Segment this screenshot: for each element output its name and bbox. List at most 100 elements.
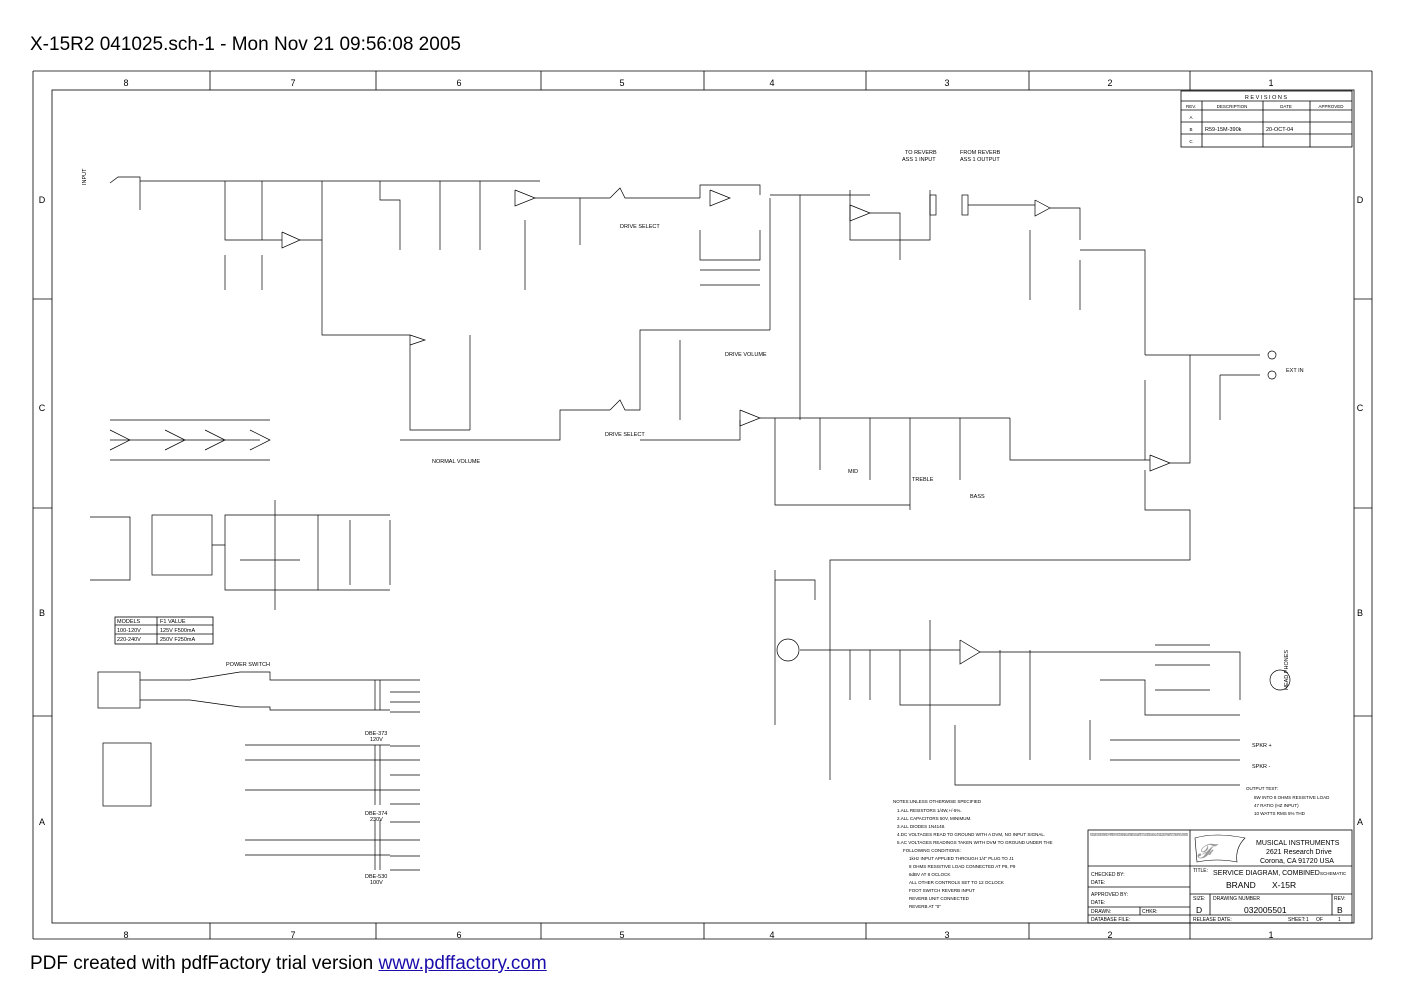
revisions-header-date: DATE bbox=[1280, 104, 1292, 109]
zone-column-label: 4 bbox=[769, 78, 774, 88]
revisions-header-rev: REV. bbox=[1186, 104, 1196, 109]
fuse-table-cell: 220-240V bbox=[117, 637, 141, 643]
zone-row-label: A bbox=[1357, 817, 1363, 827]
zone-column-label: 5 bbox=[619, 78, 624, 88]
output-test-line: 10 WATTS RMS 5% THD bbox=[1254, 811, 1306, 816]
zone-column-label: 5 bbox=[619, 930, 624, 940]
zone-column-label: 3 bbox=[944, 930, 949, 940]
label-dbe-373: DBE-373 bbox=[365, 731, 387, 737]
label-to-reverb: TO REVERB bbox=[905, 150, 937, 156]
label-drive-select-b: DRIVE SELECT bbox=[605, 432, 645, 438]
revisions-row-rev: C bbox=[1189, 139, 1193, 144]
notes-line: REVERB AT "0" bbox=[909, 904, 941, 909]
footer-text: PDF created with pdfFactory trial versio… bbox=[30, 953, 379, 974]
revisions-row-date: 20-OCT-04 bbox=[1266, 127, 1293, 133]
zone-column-label: 4 bbox=[769, 930, 774, 940]
notes-block: NOTES:UNLESS OTHERWISE SPECIFIED 1.ALL R… bbox=[893, 799, 1052, 909]
date-label-1: DATE: bbox=[1091, 880, 1105, 886]
output-test-block: OUTPUT TEST: 8W INTO 8 OHMS RESISTIVE LO… bbox=[1246, 786, 1330, 816]
schematic-label: SCHEMATIC bbox=[1320, 871, 1347, 876]
footer-link[interactable]: www.pdffactory.com bbox=[378, 953, 547, 974]
notes-line: 6dBV AT 8 OCLOCK bbox=[909, 872, 950, 877]
notes-line: 1kHz INPUT APPLIED THROUGH 1/4" PLUG TO … bbox=[909, 856, 1014, 861]
notes-line: ALL OTHER CONTROLS SET TO 12 OCLOCK bbox=[909, 880, 1004, 885]
label-to-reverb-2: ASS 1 INPUT bbox=[902, 157, 936, 163]
revisions-header-description: DESCRIPTION bbox=[1217, 104, 1248, 109]
sheet-label: SHEET: bbox=[1288, 917, 1306, 923]
revisions-row-rev: A bbox=[1189, 115, 1192, 120]
size-value: D bbox=[1196, 905, 1202, 915]
checked-by-label: CHECKED BY: bbox=[1091, 872, 1125, 878]
zone-column-label: 2 bbox=[1107, 930, 1112, 940]
fuse-table-cell: 125V F500mA bbox=[160, 628, 195, 634]
database-file-label: DATABASE FILE: bbox=[1091, 917, 1130, 923]
revisions-row-description: R59-15M-390k bbox=[1205, 127, 1242, 133]
model-value: X-15R bbox=[1272, 880, 1296, 890]
zone-column-label: 8 bbox=[123, 930, 128, 940]
svg-text:𝓕: 𝓕 bbox=[1197, 841, 1219, 863]
title-block: THIS DOCUMENT CONTAINS INFORMATION OF A … bbox=[1087, 829, 1353, 924]
drawing-number: 032005501 bbox=[1244, 905, 1287, 915]
label-dbe-530-v: 100V bbox=[370, 880, 383, 886]
label-drive-select-a: DRIVE SELECT bbox=[620, 224, 660, 230]
pdf-footer: PDF created with pdfFactory trial versio… bbox=[30, 953, 547, 975]
revisions-header-approved: APPROVED bbox=[1318, 104, 1344, 109]
title-label: TITLE: bbox=[1193, 868, 1208, 874]
zone-column-label: 7 bbox=[290, 78, 295, 88]
label-from-reverb: FROM REVERB bbox=[960, 150, 1001, 156]
label-dbe-374-v: 230V bbox=[370, 817, 383, 823]
revisions-title: R E V I S I O N S bbox=[1245, 95, 1288, 101]
notes-line: FOLLOWING CONDITIONS: bbox=[903, 848, 961, 853]
label-normal-volume: NORMAL VOLUME bbox=[432, 459, 480, 465]
notes-line: 4.DC VOLTAGES READ TO GROUND WITH A DVM,… bbox=[897, 832, 1045, 837]
fuse-table-header-f1: F1 VALUE bbox=[160, 619, 186, 625]
title-value: SERVICE DIAGRAM, COMBINED bbox=[1213, 870, 1320, 877]
zone-row-label: B bbox=[39, 608, 45, 618]
company-name: MUSICAL INSTRUMENTS bbox=[1256, 840, 1340, 847]
zone-column-label: 8 bbox=[123, 78, 128, 88]
label-treble: TREBLE bbox=[912, 477, 934, 483]
notes-title: NOTES:UNLESS OTHERWISE SPECIFIED bbox=[893, 799, 982, 804]
rev-label: REV: bbox=[1334, 896, 1345, 902]
zone-column-label: 1 bbox=[1268, 78, 1273, 88]
label-drive-volume: DRIVE VOLUME bbox=[725, 352, 767, 358]
fuse-table-cell: 250V F250mA bbox=[160, 637, 195, 643]
approved-by-label: APPROVED BY: bbox=[1091, 892, 1128, 898]
label-bass: BASS bbox=[970, 494, 985, 500]
notes-line: 2.ALL CAPACITORS 50V, MINIMUM. bbox=[897, 816, 972, 821]
notes-line: REVERB UNIT CONNECTED bbox=[909, 896, 970, 901]
notes-line: 8 OHMS RESISTIVE LOAD CONNECTED AT P8, P… bbox=[909, 864, 1016, 869]
output-test-title: OUTPUT TEST: bbox=[1246, 786, 1278, 791]
label-from-reverb-2: ASS 1 OUTPUT bbox=[960, 157, 1000, 163]
date-label-2: DATE: bbox=[1091, 900, 1105, 906]
fender-logo-icon: 𝓕 bbox=[1194, 834, 1246, 863]
release-date-label: RELEASE DATE: bbox=[1193, 917, 1232, 923]
label-dbe-530: DBE-530 bbox=[365, 874, 387, 880]
document-title: X-15R2 041025.sch-1 - Mon Nov 21 09:56:0… bbox=[30, 34, 461, 55]
label-spkr-plus: SPKR + bbox=[1252, 743, 1272, 749]
output-test-line: 47 RATIO (HZ INPUT) bbox=[1254, 803, 1299, 808]
rev-value: B bbox=[1337, 905, 1343, 915]
revisions-table: R E V I S I O N S REV. DESCRIPTION DATE … bbox=[1180, 90, 1353, 148]
of-value: 1 bbox=[1338, 917, 1341, 923]
zone-column-label: 7 bbox=[290, 930, 295, 940]
zone-row-label: C bbox=[39, 403, 46, 413]
chkr-label: CHKR: bbox=[1142, 909, 1158, 915]
fuse-table-cell: 100-120V bbox=[117, 628, 141, 634]
label-ext-in: EXT IN bbox=[1286, 368, 1304, 374]
zone-row-label: A bbox=[39, 817, 45, 827]
zone-row-label: D bbox=[1357, 195, 1364, 205]
zone-column-label: 2 bbox=[1107, 78, 1112, 88]
fuse-table: MODELS F1 VALUE 100-120V 125V F500mA 220… bbox=[114, 616, 214, 645]
of-label: OF bbox=[1316, 917, 1323, 923]
label-mid: MID bbox=[848, 469, 858, 475]
zone-row-label: D bbox=[39, 195, 46, 205]
sheet-value: 1 bbox=[1306, 917, 1309, 923]
label-spkr-minus: SPKR - bbox=[1252, 764, 1271, 770]
revisions-row-rev: B bbox=[1189, 127, 1192, 132]
label-input: INPUT bbox=[82, 168, 88, 185]
schematic-wiring bbox=[90, 176, 1291, 871]
drawn-label: DRAWN: bbox=[1091, 909, 1111, 915]
label-dbe-374: DBE-374 bbox=[365, 811, 387, 817]
